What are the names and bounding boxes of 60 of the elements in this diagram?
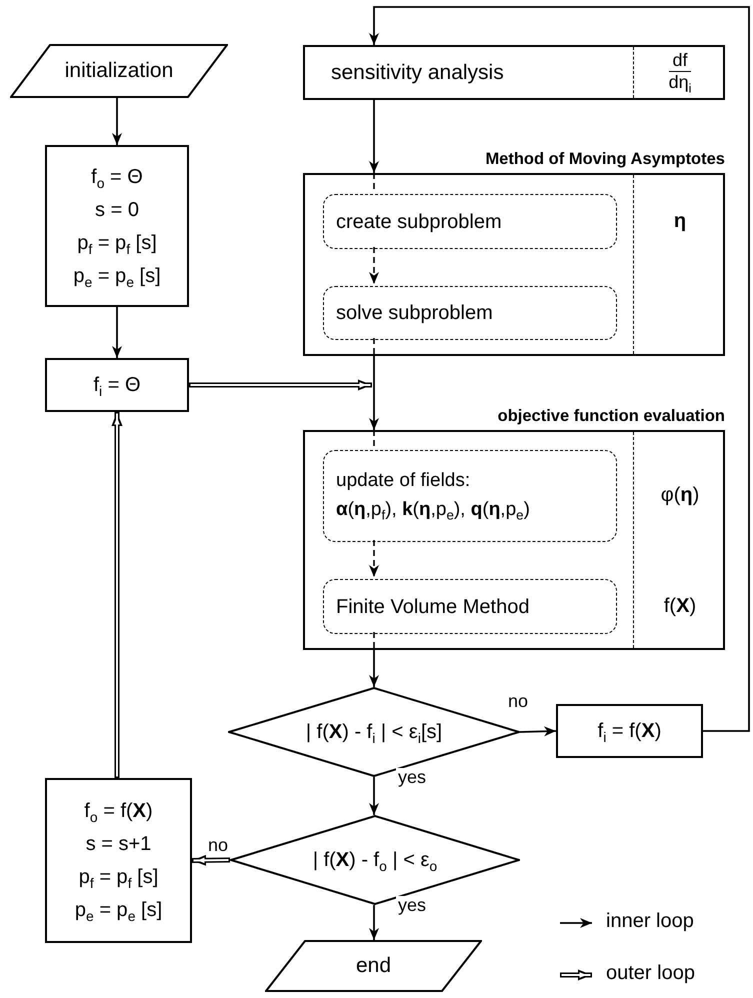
arrow xyxy=(369,905,379,940)
node-label: end xyxy=(356,953,392,979)
assignment-text: f$_{i}$ = Θ xyxy=(93,373,141,397)
edge-label: yes xyxy=(396,896,428,916)
variable-label: η xyxy=(672,208,688,232)
process-box xyxy=(45,778,192,943)
arrow xyxy=(369,356,379,430)
process-label: update of fields: xyxy=(336,470,470,493)
connector-line xyxy=(373,173,375,192)
process-label: Finite Volume Method xyxy=(336,594,530,618)
process-label: sensitivity analysis xyxy=(331,60,504,86)
arrow xyxy=(192,854,230,866)
variable-label: f(X) xyxy=(662,594,698,618)
arrow xyxy=(369,650,379,687)
process-label: solve subproblem xyxy=(336,301,493,325)
fraction-numerator: df xyxy=(669,50,690,72)
legend-label: inner loop xyxy=(606,910,694,933)
arrow xyxy=(369,540,379,577)
subprocess-box xyxy=(323,579,617,634)
group-heading: Method of Moving Asymptotes xyxy=(485,150,725,170)
process-box xyxy=(45,358,189,412)
assignment-text: f$_{o}$ = f(X) xyxy=(84,799,153,823)
condition-text: | f(X) - f$_{i}$ | < ε$_{i}$[s] xyxy=(306,720,442,744)
fraction-denominator: dη$_{i}$ xyxy=(668,72,692,92)
subprocess-box xyxy=(323,286,617,340)
subprocess-box xyxy=(323,450,617,542)
connector-line xyxy=(373,632,375,650)
arrow xyxy=(112,307,122,358)
arrow xyxy=(112,98,122,145)
connector-line xyxy=(373,430,375,448)
process-box xyxy=(303,45,725,100)
condition-text: | f(X) - f$_{o}$ | < ε$_{o}$ xyxy=(312,848,438,872)
arrow xyxy=(369,777,379,815)
assignment-text: p$_{e}$ = p$_{e}$ [s] xyxy=(73,264,161,288)
variable-label: φ(η) xyxy=(660,483,700,507)
group-heading: objective function evaluation xyxy=(498,407,725,427)
assignment-text: s = 0 xyxy=(95,198,139,222)
process-label: create subproblem xyxy=(336,210,502,234)
connector-line xyxy=(373,338,375,356)
edge-label: yes xyxy=(396,768,428,788)
arrow xyxy=(189,380,372,390)
arrow xyxy=(369,6,750,732)
assignment-text: f$_{o}$ = Θ xyxy=(91,164,143,188)
process-box xyxy=(556,704,703,758)
legend-label: outer loop xyxy=(606,962,695,985)
input-output-parallelogram xyxy=(265,940,482,992)
arrow xyxy=(369,247,379,284)
assignment-text: p$_{f}$ = p$_{f}$ [s] xyxy=(78,865,158,889)
subprocess-box xyxy=(323,194,617,249)
process-label: α(η,p$_{f}$), k(η,p$_{e}$), q(η,p$_{e}$) xyxy=(336,499,530,522)
assignment-text: f$_{i}$ = f(X) xyxy=(598,719,662,743)
node-label: initialization xyxy=(64,58,174,84)
arrow xyxy=(369,100,379,173)
assignment-text: s = s+1 xyxy=(86,832,152,856)
arrow xyxy=(112,412,122,778)
assignment-text: p$_{e}$ = p$_{e}$ [s] xyxy=(74,898,162,922)
assignment-text: p$_{f}$ = p$_{f}$ [s] xyxy=(77,230,157,254)
process-box xyxy=(45,145,189,307)
input-output-parallelogram xyxy=(10,44,228,98)
arrow xyxy=(520,726,556,736)
